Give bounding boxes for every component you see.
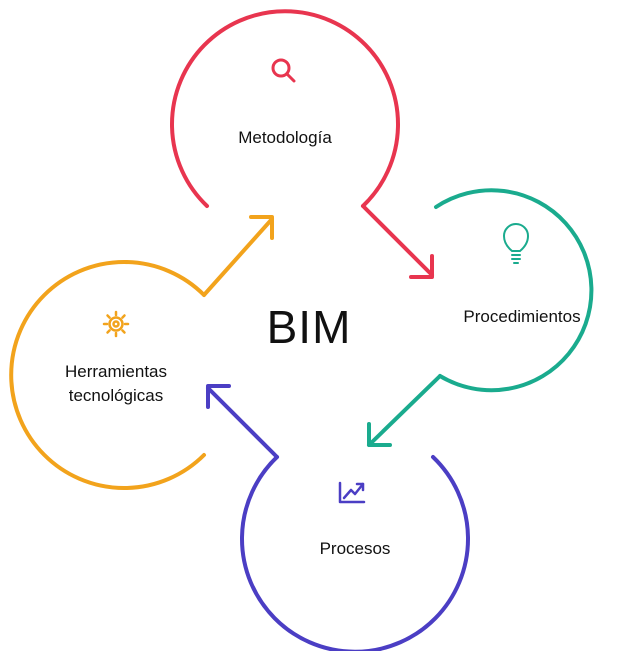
herramientas-arrow: [202, 217, 274, 297]
lightbulb-icon: [502, 223, 530, 264]
herramientas-arrowhead: [249, 215, 274, 240]
herramientas-label-line2: tecnológicas: [68, 386, 164, 405]
metodologia-arc: [170, 9, 400, 208]
procedimientos-arrowhead: [367, 422, 392, 447]
procesos-label: Procesos: [319, 539, 391, 558]
center-title: BIM: [266, 301, 352, 353]
procedimientos-arc: [434, 188, 594, 393]
procedimientos-label: Procedimientos: [463, 307, 581, 326]
herramientas-arc: [9, 260, 206, 490]
search-icon: [271, 58, 296, 83]
metodologia-arrowhead: [409, 254, 434, 279]
herramientas-label-line1: Herramientas: [64, 362, 168, 381]
procesos-node: [206, 384, 470, 651]
procesos-arc: [240, 455, 470, 651]
trend-chart-icon: [338, 481, 366, 504]
metodologia-label: Metodología: [238, 128, 332, 147]
procedimientos-node: [367, 188, 594, 447]
procesos-arrowhead: [206, 384, 231, 409]
metodologia-node: [170, 9, 434, 279]
procesos-arrow: [206, 386, 279, 459]
herramientas-node: [9, 215, 274, 490]
gear-icon: [102, 310, 130, 338]
metodologia-arrow: [361, 204, 434, 277]
procedimientos-arrow: [367, 374, 442, 447]
